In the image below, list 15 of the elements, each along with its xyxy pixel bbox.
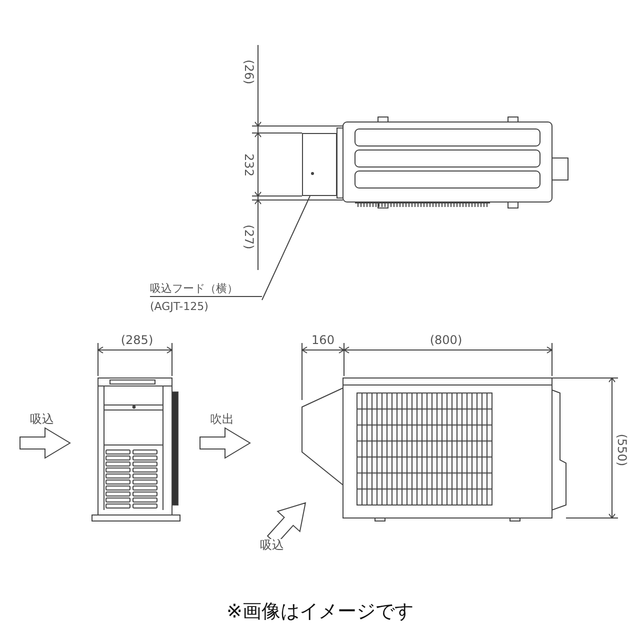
dimension-label: 232 [243, 154, 255, 176]
dimension-label: (26) [243, 60, 255, 84]
dimension-label: (27) [243, 224, 255, 250]
dimension-label: 160 [312, 334, 334, 346]
intake-hood-part [302, 133, 337, 196]
dimension-label: (800) [430, 334, 462, 346]
airflow-label: 吹出 [210, 413, 234, 425]
airflow-label: 吸込 [260, 539, 284, 551]
part-name: 吸込フード（横） [150, 283, 262, 297]
airflow-label: 吸込 [30, 413, 54, 425]
dimension-label: (285) [120, 334, 154, 346]
dimension-label: (550) [616, 434, 628, 466]
part-number: (AGJT-125) [150, 301, 210, 312]
leader-line [262, 196, 310, 300]
caption: ※画像はイメージです [226, 602, 414, 622]
